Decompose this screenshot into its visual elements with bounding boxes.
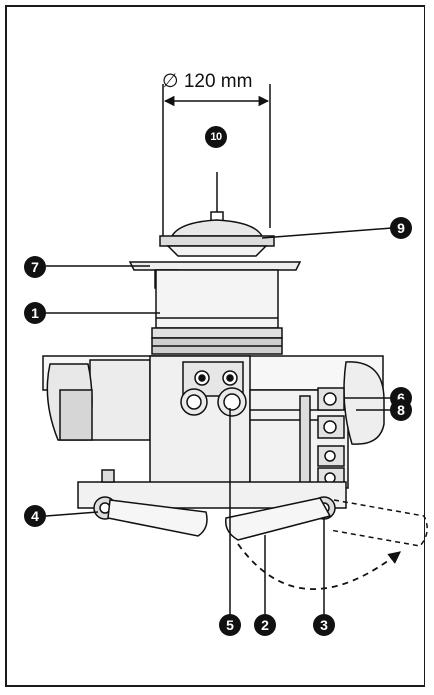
motor-body [151, 269, 283, 355]
lever-dashed-position [329, 499, 428, 547]
callout-9: 9 [390, 217, 412, 239]
right-grip [343, 361, 385, 445]
leader-lines [45, 227, 393, 614]
top-knob [159, 172, 275, 257]
callout-5: 5 [219, 614, 241, 636]
callout-4: 4 [24, 505, 46, 527]
left-grip [46, 363, 93, 441]
diameter-label: ∅ 120 mm [162, 71, 253, 92]
callout-3: 3 [313, 614, 335, 636]
callout-10: 10 [205, 126, 227, 148]
callout-8: 8 [390, 399, 412, 421]
callout-2: 2 [254, 614, 276, 636]
callout-7: 7 [24, 256, 46, 278]
dimension-lines [162, 84, 271, 238]
callout-1: 1 [24, 302, 46, 324]
lever-arms [107, 497, 332, 541]
rotation-arrow [237, 543, 401, 590]
fittings [180, 387, 345, 489]
